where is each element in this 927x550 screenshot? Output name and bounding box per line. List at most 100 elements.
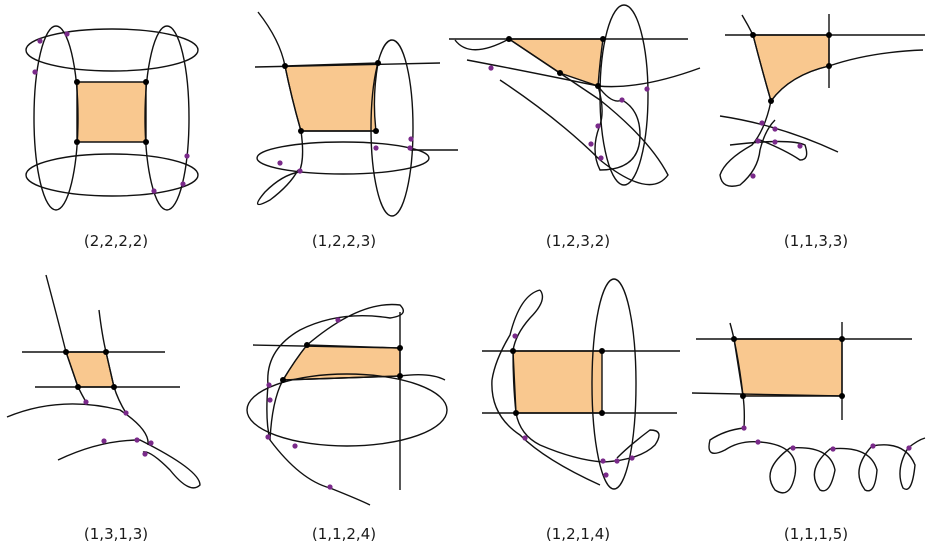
panel-2-vertex bbox=[373, 128, 379, 134]
panel-7-right-ellipse bbox=[591, 278, 637, 490]
panel-3-crossing bbox=[644, 86, 650, 92]
panel-7-crossing bbox=[522, 435, 528, 441]
panel-4-vertex bbox=[826, 63, 832, 69]
panel-1-vertex bbox=[74, 139, 80, 145]
panel-2-crossing bbox=[408, 136, 414, 142]
panel-4-crossing bbox=[750, 173, 756, 179]
panel-4-vertex bbox=[750, 32, 756, 38]
panel-3-vertex bbox=[557, 70, 563, 76]
panel-3-caption: (1,2,3,2) bbox=[545, 232, 611, 250]
panel-2-diagram bbox=[254, 11, 458, 217]
panel-5-crossing bbox=[148, 440, 154, 446]
panel-7-caption: (1,2,1,4) bbox=[545, 525, 611, 543]
panel-2-vertex bbox=[282, 63, 288, 69]
panel-4-left-curve bbox=[719, 14, 776, 187]
panel-2-bottom-ellipse bbox=[256, 141, 430, 175]
panel-7-vertex bbox=[510, 348, 516, 354]
panel-6-vertex bbox=[304, 342, 310, 348]
panel-6-crossing bbox=[267, 397, 273, 403]
panel-8-bottom-line bbox=[691, 392, 843, 397]
panel-3-crossing bbox=[588, 141, 594, 147]
panel-6-vertex bbox=[280, 377, 286, 383]
panel-8-vertex bbox=[839, 393, 845, 399]
panel-7-vertex bbox=[599, 410, 605, 416]
panel-1-crossing bbox=[151, 188, 157, 194]
panel-1-crossing bbox=[184, 153, 190, 159]
panel-2-right-ellipse bbox=[370, 39, 414, 217]
panel-1-bottom-ellipse bbox=[25, 153, 199, 197]
panel-1-left-ellipse bbox=[33, 25, 79, 211]
panel-5-right-curve bbox=[98, 309, 127, 414]
panel-1-crossing bbox=[180, 181, 186, 187]
panel-5-vertex bbox=[75, 384, 81, 390]
panel-5-vertex bbox=[103, 349, 109, 355]
panel-4-vertex bbox=[768, 98, 774, 104]
panel-4-region bbox=[752, 34, 830, 103]
panel-2-region bbox=[284, 62, 379, 132]
panel-6-vertex bbox=[397, 345, 403, 351]
panel-1-crossing bbox=[37, 38, 43, 44]
panel-1-caption: (2,2,2,2) bbox=[83, 232, 149, 250]
panel-8-vertex bbox=[839, 336, 845, 342]
panel-2-vertex bbox=[375, 60, 381, 66]
panel-7-left-curve bbox=[512, 289, 660, 463]
panel-6-region bbox=[281, 344, 401, 381]
panel-8-crossing bbox=[830, 446, 836, 452]
panel-8-crossing bbox=[790, 445, 796, 451]
panel-3-region bbox=[506, 38, 604, 87]
panel-2-crossing bbox=[407, 145, 413, 151]
panel-8-crossing bbox=[741, 425, 747, 431]
panel-4-diagram bbox=[719, 14, 925, 187]
panel-6-top-line bbox=[252, 344, 401, 349]
panel-7-crossing bbox=[600, 458, 606, 464]
panel-8-crossing bbox=[870, 443, 876, 449]
panel-8-left-curve bbox=[729, 322, 746, 429]
panel-8-vertex bbox=[740, 393, 746, 399]
panel-6-caption: (1,1,2,4) bbox=[311, 525, 377, 543]
panel-6-crossing bbox=[292, 443, 298, 449]
panel-1-right-ellipse bbox=[144, 25, 190, 211]
panel-1-crossing bbox=[32, 69, 38, 75]
panel-3-right-ellipse bbox=[599, 4, 649, 186]
panel-8-caption: (1,1,1,5) bbox=[783, 525, 849, 543]
panel-6-vertex bbox=[397, 373, 403, 379]
panel-1-vertex bbox=[74, 79, 80, 85]
panel-5-caption: (1,3,1,3) bbox=[83, 525, 149, 543]
panel-3-crossing bbox=[595, 123, 601, 129]
panel-4-lower-curve bbox=[719, 115, 839, 153]
panel-3-diagram bbox=[449, 4, 701, 186]
panel-1-region bbox=[76, 81, 147, 143]
panel-5-vertex bbox=[111, 384, 117, 390]
panel-2-crossing bbox=[277, 160, 283, 166]
panel-4-caption: (1,1,3,3) bbox=[783, 232, 849, 250]
panel-8-diagram bbox=[691, 322, 926, 494]
panel-8-crossing bbox=[755, 439, 761, 445]
panel-2-vertex bbox=[298, 128, 304, 134]
panel-7-region bbox=[512, 350, 603, 414]
panel-6-arc bbox=[282, 373, 446, 381]
panel-8-crossing bbox=[906, 445, 912, 451]
panel-5-arc-b bbox=[57, 439, 201, 489]
panel-1-top-ellipse bbox=[25, 28, 199, 72]
panel-2-crossing bbox=[373, 145, 379, 151]
panel-5-left-curve bbox=[45, 274, 87, 403]
panel-1-vertex bbox=[143, 139, 149, 145]
panel-6-loop-curve bbox=[266, 303, 404, 506]
panel-7-diagram bbox=[482, 278, 680, 490]
panel-3-vertex bbox=[506, 36, 512, 42]
panel-6-crossing bbox=[335, 317, 341, 323]
panel-6-ellipse bbox=[246, 373, 448, 447]
panel-5-crossing bbox=[101, 438, 107, 444]
panel-8-region bbox=[733, 338, 843, 397]
panel-5-crossing bbox=[123, 410, 129, 416]
panel-6-crossing bbox=[266, 382, 272, 388]
panel-2-crossing bbox=[297, 168, 303, 174]
panel-4-crossing bbox=[759, 120, 765, 126]
panel-4-crossing bbox=[772, 139, 778, 145]
panel-1-diagram bbox=[25, 25, 199, 211]
panel-5-arc-a bbox=[6, 403, 149, 446]
panel-7-outer-loop bbox=[491, 289, 601, 486]
panel-4-vertex bbox=[826, 32, 832, 38]
panel-1-vertex bbox=[143, 79, 149, 85]
